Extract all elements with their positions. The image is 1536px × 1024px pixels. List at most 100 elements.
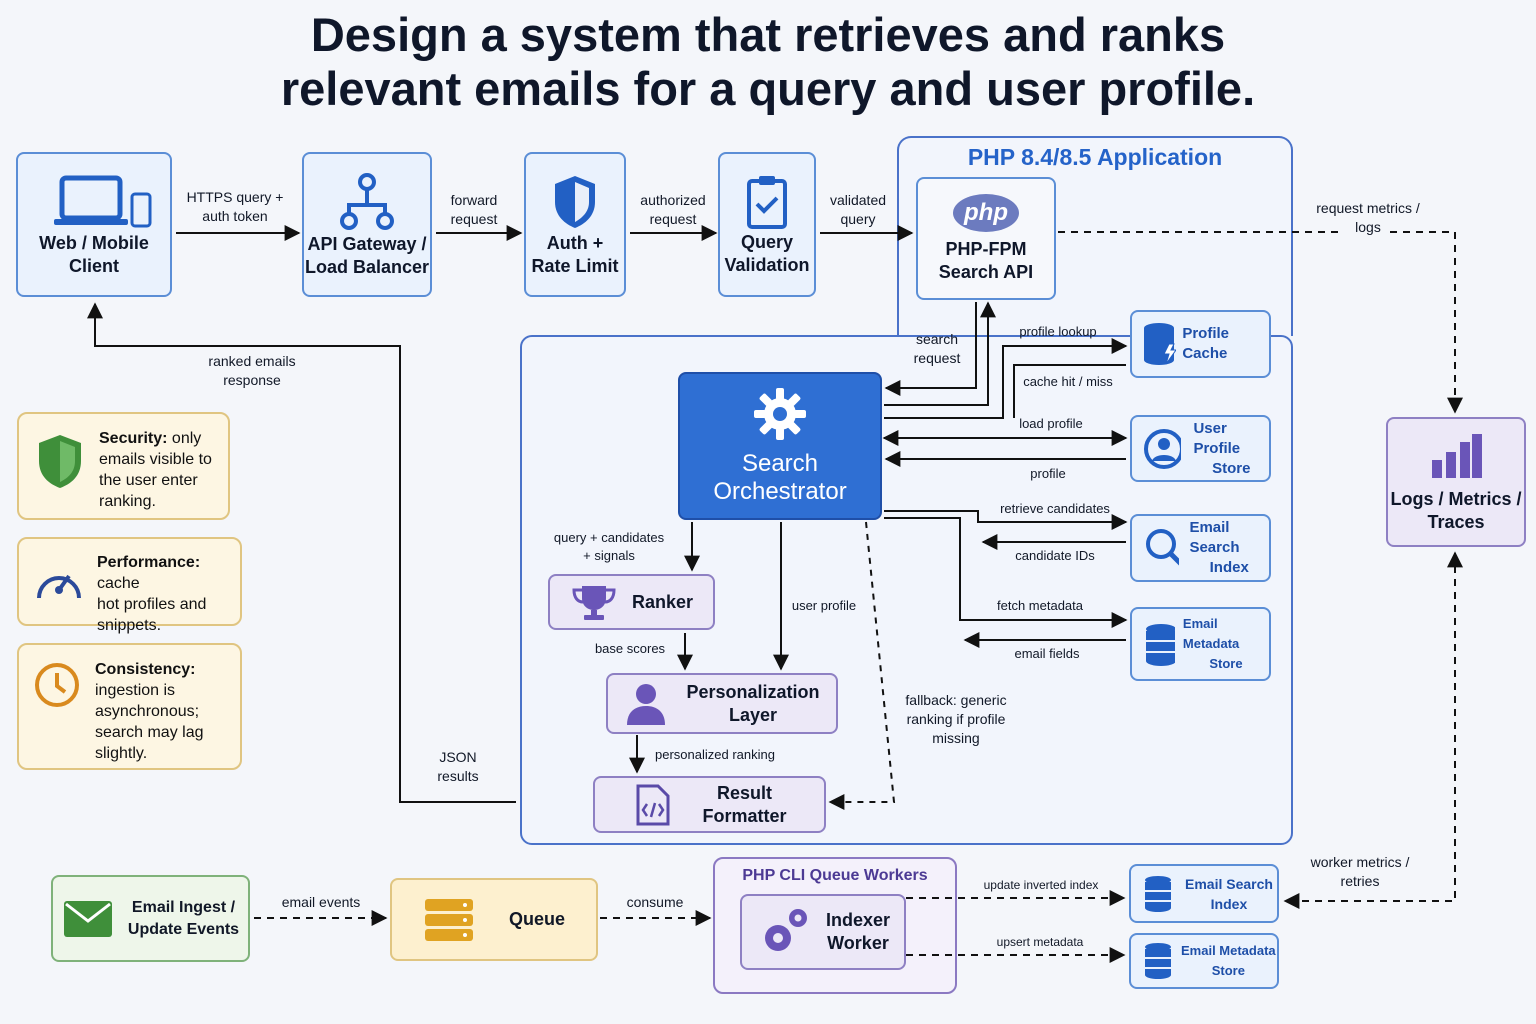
trophy-icon	[572, 586, 616, 620]
php-logo: php	[953, 193, 1019, 232]
clipboard-check-icon	[747, 175, 787, 229]
label-update-index: update inverted index	[983, 878, 1099, 892]
shield-icon	[555, 175, 595, 228]
personalization-layer[interactable]: Personalization Layer	[606, 673, 838, 734]
email-ingest-events[interactable]: Email Ingest / Update Events	[51, 875, 250, 962]
worker-email-search-index[interactable]: Email Search Index	[1129, 864, 1279, 923]
php-application-title: PHP 8.4/8.5 Application	[967, 144, 1223, 170]
orchestrator-label-2: Orchestrator	[713, 478, 847, 505]
diagram-title: Design a system that retrieves and ranks…	[0, 8, 1536, 116]
api-label-1: PHP-FPM	[945, 238, 1027, 259]
edge-api-orchestrator	[884, 302, 977, 396]
indexer-worker[interactable]: Indexer Worker	[740, 894, 906, 970]
title-line-2: relevant emails for a query and user pro…	[280, 62, 1256, 115]
label-consume: consume	[626, 894, 684, 910]
label-query-candidates: query + candidates+ signals	[553, 530, 665, 563]
label-email-events: email events	[281, 894, 361, 910]
search-index-label-2: Index	[1209, 559, 1249, 576]
api-gateway[interactable]: API Gateway / Load Balancer	[302, 152, 432, 297]
label-cache-hit: cache hit / miss	[1023, 374, 1113, 389]
worker-index-label-1: Email Search	[1185, 875, 1273, 892]
edge-profile-lookup	[884, 338, 1128, 419]
edge-fallback	[828, 521, 896, 810]
worker-metadata-label-1: Email Metadata	[1181, 943, 1276, 958]
indexer-label-2: Worker	[827, 933, 889, 953]
user-profile-label-2: Store	[1212, 459, 1251, 477]
auth-label-2: Rate Limit	[531, 255, 619, 276]
note-security-text: only emails visible to the user enter ra…	[99, 430, 212, 510]
validation-label-1: Query	[740, 231, 794, 252]
database-icon	[1145, 943, 1171, 979]
gears-icon	[764, 909, 807, 951]
note-security-heading: Security:	[99, 430, 168, 447]
edge-orchestrator-api	[884, 301, 996, 406]
label-fetch-metadata: fetch metadata	[997, 598, 1083, 613]
edge-api-logs	[1058, 231, 1455, 412]
note-consistency-text: ingestion is asynchronous; search may la…	[95, 682, 204, 762]
label-request-metrics: request metrics /logs	[1316, 200, 1420, 235]
personalization-label-1: Personalization	[686, 681, 820, 702]
gateway-label-1: API Gateway /	[307, 233, 427, 254]
mail-icon	[63, 900, 112, 937]
validation-label-2: Validation	[724, 254, 810, 275]
code-file-icon	[636, 784, 670, 825]
label-upsert-metadata: upsert metadata	[996, 935, 1084, 949]
label-base-scores: base scores	[594, 641, 666, 656]
laptop-icon	[54, 175, 152, 227]
ingest-label-2: Update Events	[127, 920, 240, 938]
search-index-label-1: Email Search	[1189, 519, 1240, 556]
profile-cache[interactable]: Profile Cache	[1130, 310, 1271, 378]
note-consistency: Consistency: ingestion is asynchronous; …	[17, 643, 242, 770]
database-bolt-icon	[1144, 323, 1177, 365]
indexer-label-1: Indexer	[825, 910, 891, 930]
worker-index-label-2: Index	[1210, 895, 1248, 912]
worker-metadata-label-2: Store	[1211, 963, 1245, 978]
label-worker-metrics: worker metrics /retries	[1310, 854, 1410, 889]
api-label-2: Search API	[938, 261, 1034, 282]
network-icon	[340, 172, 394, 230]
user-circle-icon	[1144, 428, 1182, 469]
label-user-profile: user profile	[791, 598, 857, 613]
gear-icon	[754, 388, 806, 440]
gateway-label-2: Load Balancer	[304, 256, 430, 277]
email-metadata-store[interactable]: Email Metadata Store	[1130, 607, 1271, 681]
edge-retrieve-candidates	[884, 510, 1128, 530]
label-email-fields: email fields	[1014, 646, 1080, 661]
edge-response-client	[87, 302, 516, 803]
profile-cache-label: Profile Cache	[1182, 325, 1230, 362]
php-fpm-search-api[interactable]: php PHP-FPM Search API	[916, 177, 1056, 300]
database-icon	[1146, 624, 1175, 666]
search-icon	[1146, 529, 1180, 566]
edge-cache-hit	[1013, 364, 1126, 418]
auth-rate-limit[interactable]: Auth + Rate Limit	[524, 152, 626, 297]
label-profile: profile	[1030, 466, 1066, 481]
metadata-label-1: Email Metadata	[1182, 616, 1240, 651]
bar-chart-icon	[1432, 434, 1482, 478]
search-orchestrator[interactable]: Search Orchestrator	[678, 372, 882, 520]
label-personalized-ranking: personalized ranking	[655, 747, 775, 762]
logs-metrics-traces[interactable]: Logs / Metrics / Traces	[1386, 417, 1526, 547]
queue[interactable]: Queue	[390, 878, 598, 961]
email-search-index[interactable]: Email Search Index	[1130, 514, 1271, 582]
note-performance: Performance: cache hot profiles and snip…	[17, 537, 242, 634]
ingest-label-1: Email Ingest /	[131, 898, 236, 916]
worker-email-metadata-store[interactable]: Email Metadata Store	[1129, 933, 1279, 989]
ranker[interactable]: Ranker	[548, 574, 715, 630]
query-validation[interactable]: Query Validation	[718, 152, 816, 297]
client-label-1: Web / Mobile	[39, 232, 149, 253]
user-profile-store[interactable]: User Profile Store	[1130, 415, 1271, 482]
personalization-label-2: Layer	[728, 704, 778, 725]
server-stack-icon	[424, 898, 473, 941]
note-security: Security: only emails visible to the use…	[17, 412, 230, 520]
user-profile-label-1: User Profile	[1193, 419, 1241, 457]
queue-label: Queue	[508, 909, 565, 929]
result-formatter[interactable]: Result Formatter	[593, 776, 826, 833]
web-mobile-client[interactable]: Web / Mobile Client	[16, 152, 172, 297]
edge-fetch-metadata	[884, 517, 1128, 628]
label-https-query: HTTPS query +auth token	[186, 189, 284, 224]
